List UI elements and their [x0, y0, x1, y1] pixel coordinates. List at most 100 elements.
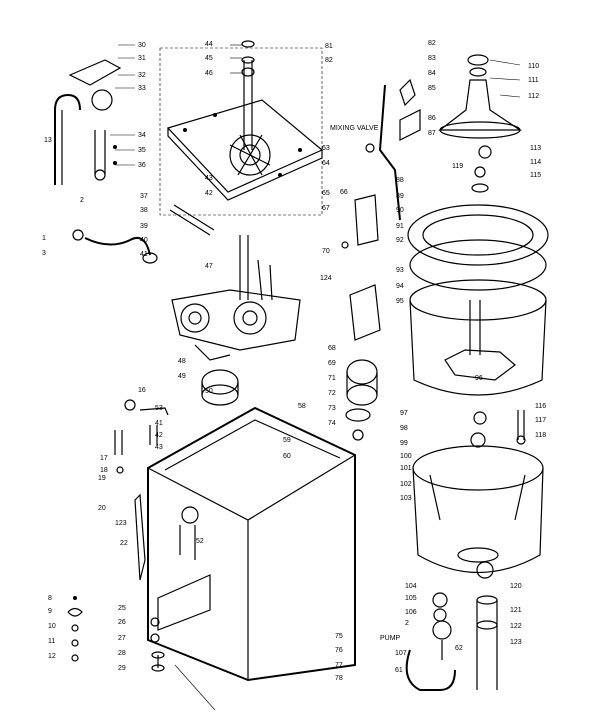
callout-65: 65 [322, 190, 330, 197]
callout-33: 33 [138, 85, 146, 92]
callout-2r: 2 [405, 620, 409, 627]
callout-72: 72 [328, 390, 336, 397]
callout-19: 19 [98, 475, 106, 482]
transmission [171, 235, 301, 361]
callout-121: 121 [510, 607, 522, 614]
callout-113: 113 [530, 145, 541, 152]
callout-36: 36 [138, 162, 146, 169]
callout-29: 29 [118, 665, 126, 672]
callout-119: 119 [452, 163, 463, 170]
callout-13: 13 [44, 137, 52, 144]
hardware-group [67, 596, 83, 662]
outer-tub [412, 445, 544, 579]
callout-78: 78 [335, 675, 343, 682]
callout-45: 45 [205, 55, 213, 62]
callout-123r: 123 [510, 639, 522, 646]
callout-61: 61 [395, 667, 403, 674]
leveling-legs [150, 617, 165, 672]
callout-41b: 41 [155, 420, 163, 427]
callout-2: 2 [80, 197, 84, 204]
callout-22: 22 [120, 540, 128, 547]
callout-99: 99 [400, 440, 408, 447]
callout-74: 74 [328, 420, 336, 427]
left-parts [114, 399, 169, 474]
bracket-parts [68, 59, 122, 181]
callout-37: 37 [140, 193, 148, 200]
callout-103: 103 [400, 495, 412, 502]
callout-110: 110 [528, 63, 539, 70]
callout-70: 70 [322, 248, 330, 255]
callout-75: 75 [335, 633, 343, 640]
callout-114: 114 [530, 159, 541, 166]
pump-assembly [405, 592, 456, 691]
callout-111: 111 [528, 77, 539, 84]
callout-122: 122 [510, 623, 522, 630]
callout-95: 95 [396, 298, 404, 305]
callout-86: 86 [428, 115, 436, 122]
callout-69: 69 [328, 360, 336, 367]
transmission-plate [166, 99, 324, 201]
callout-46: 46 [205, 70, 213, 77]
basket [409, 279, 547, 396]
callout-123: 123 [115, 520, 127, 527]
cabinet [147, 406, 356, 711]
callout-11: 11 [48, 638, 55, 645]
callout-48: 48 [178, 358, 186, 365]
agitator [438, 54, 522, 139]
inlet-hose [84, 236, 151, 256]
callout-49: 49 [178, 373, 186, 380]
callout-100: 100 [400, 453, 412, 460]
callout-62: 62 [455, 645, 463, 652]
agitator-shaft [241, 40, 255, 150]
callout-58: 58 [298, 403, 306, 410]
callout-30: 30 [138, 42, 146, 49]
callout-84: 84 [428, 70, 436, 77]
callout-92: 92 [396, 237, 404, 244]
callout-8: 8 [48, 595, 52, 602]
callout-20: 20 [98, 505, 106, 512]
callout-52: 52 [196, 538, 204, 545]
callout-101: 101 [400, 465, 412, 472]
callout-96: 96 [475, 375, 483, 382]
callout-82r: 82 [428, 40, 436, 47]
callout-27: 27 [118, 635, 126, 642]
callout-89: 89 [396, 193, 404, 200]
callout-81: 81 [325, 43, 333, 50]
callout-93: 93 [396, 267, 404, 274]
callout-47: 47 [205, 263, 213, 270]
center-parts [341, 78, 421, 441]
callout-102: 102 [400, 481, 412, 488]
leader-lines [110, 44, 521, 166]
callout-77: 77 [335, 662, 343, 669]
hose-13 [54, 93, 81, 185]
callout-67: 67 [322, 205, 330, 212]
callout-26: 26 [118, 619, 126, 626]
switch-parts [470, 410, 526, 448]
callout-53: 53 [155, 405, 163, 412]
callout-34: 34 [138, 132, 146, 139]
tub-ring [407, 204, 549, 291]
callout-68: 68 [328, 345, 336, 352]
callout-16: 16 [138, 387, 146, 394]
callout-50: 50 [205, 388, 213, 395]
callout-38: 38 [140, 207, 148, 214]
callout-10: 10 [48, 623, 56, 630]
callout-98: 98 [400, 425, 408, 432]
callout-31: 31 [138, 55, 146, 62]
motor-pulley [201, 369, 239, 406]
callout-82: 82 [325, 57, 333, 64]
drain-tube [476, 595, 498, 690]
callout-12: 12 [48, 653, 56, 660]
callout-39: 39 [140, 223, 148, 230]
callout-43: 43 [205, 175, 213, 182]
callout-60: 60 [283, 453, 291, 460]
callout-105: 105 [405, 595, 417, 602]
agitator-cam [471, 145, 492, 193]
callout-104: 104 [405, 583, 417, 590]
callout-42: 42 [205, 190, 213, 197]
callout-32: 32 [138, 72, 146, 79]
callout-83: 83 [428, 55, 436, 62]
callout-94: 94 [396, 283, 404, 290]
callout-124: 124 [320, 275, 332, 282]
callout-117: 117 [535, 417, 546, 424]
